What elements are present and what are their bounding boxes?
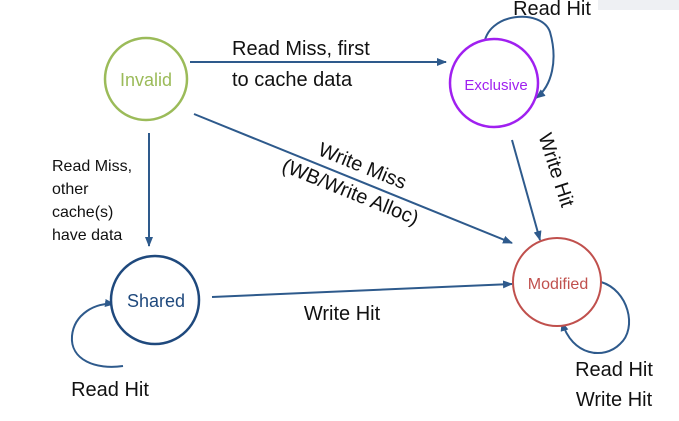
state-shared: Shared xyxy=(109,254,201,346)
label-invalid-to-shared-line1: Read Miss, xyxy=(52,158,132,175)
label-invalid-to-exclusive-line2: to cache data xyxy=(232,69,353,91)
state-modified: Modified xyxy=(512,237,602,327)
label-shared-to-modified: Write Hit xyxy=(304,303,381,325)
label-shared-self: Read Hit xyxy=(71,379,149,401)
label-invalid-to-shared-line4: have data xyxy=(52,227,122,244)
state-exclusive-label: Exclusive xyxy=(464,77,527,94)
state-shared-label: Shared xyxy=(127,291,185,311)
label-exclusive-self: Read Hit xyxy=(513,0,591,20)
arrow-shared-to-modified xyxy=(211,280,513,298)
loop-modified-read-write-hit xyxy=(560,281,630,354)
header-strip xyxy=(598,0,679,10)
transitions xyxy=(70,15,630,368)
label-modified-self-line1: Read Hit xyxy=(575,359,653,381)
label-invalid-to-exclusive-line1: Read Miss, first xyxy=(232,38,370,60)
state-exclusive: Exclusive xyxy=(448,37,540,129)
state-invalid: Invalid xyxy=(103,36,189,122)
label-exclusive-to-modified: Write Hit xyxy=(533,130,578,210)
loop-exclusive-read-hit xyxy=(483,15,555,99)
label-invalid-to-shared-line2: other xyxy=(52,181,89,198)
label-invalid-to-shared-line3: cache(s) xyxy=(52,204,113,221)
state-invalid-label: Invalid xyxy=(120,70,172,90)
loop-shared-read-hit xyxy=(70,299,124,368)
arrow-invalid-to-modified xyxy=(193,113,513,244)
label-modified-self-line2: Write Hit xyxy=(576,389,653,411)
arrow-exclusive-to-modified xyxy=(511,139,542,241)
state-modified-label: Modified xyxy=(528,276,588,293)
